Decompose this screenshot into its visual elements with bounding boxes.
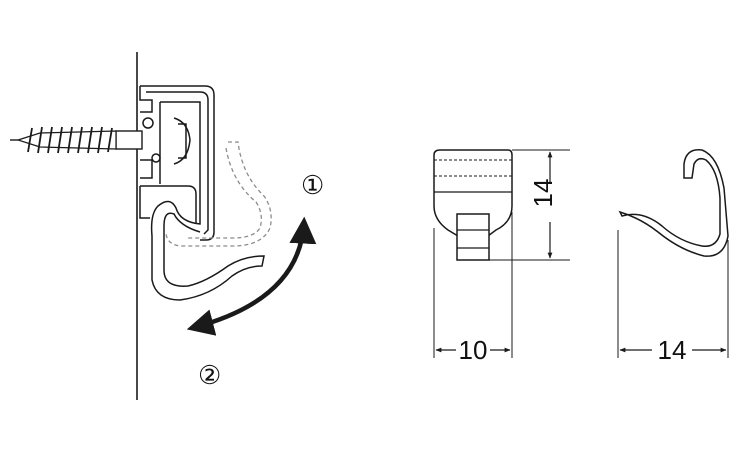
step-two-label: ② <box>198 360 221 390</box>
front-view: 14 10 <box>433 149 570 365</box>
side-width-dimension: 14 <box>658 335 687 365</box>
front-height-dimension: 14 <box>528 179 558 208</box>
step-one-label: ① <box>301 170 324 200</box>
hook-side-profile <box>618 149 729 257</box>
side-view: 14 <box>617 149 729 365</box>
rotation-arrow <box>186 216 317 336</box>
screw <box>10 126 143 154</box>
installation-view: ① ② <box>10 52 324 400</box>
runner-front-hook <box>456 213 490 261</box>
rail-profile <box>139 85 215 241</box>
front-width-dimension: 10 <box>459 335 488 365</box>
